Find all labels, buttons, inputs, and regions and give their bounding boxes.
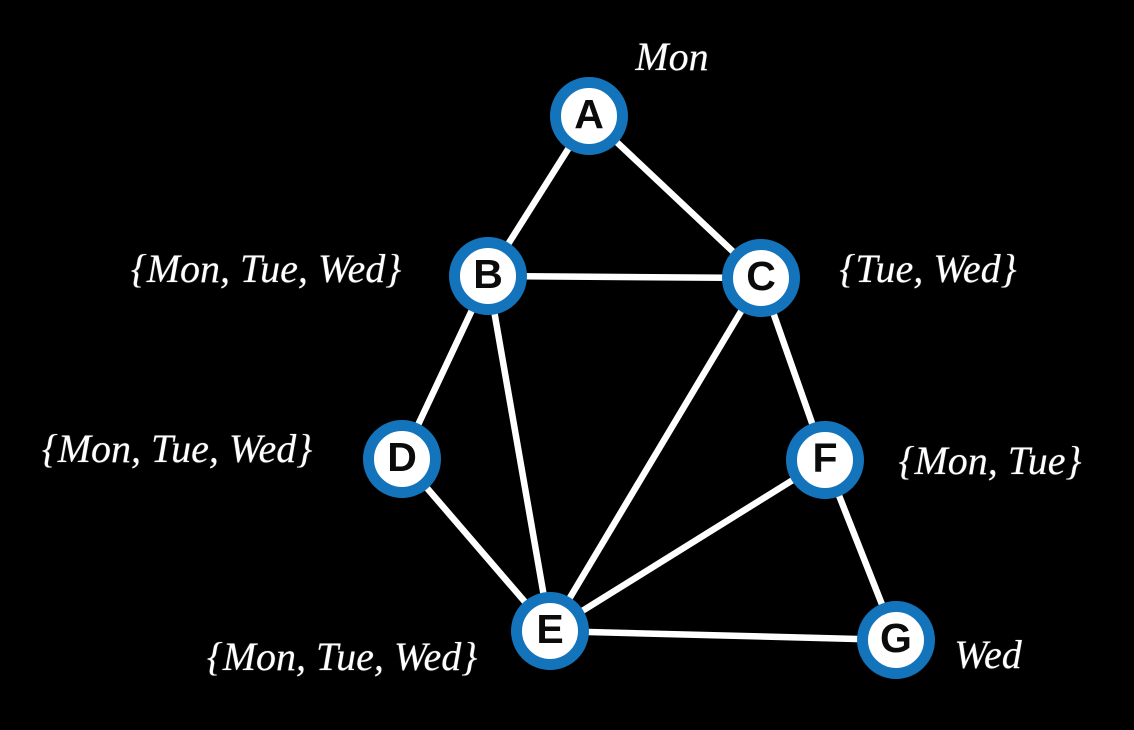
edge-E-G: [546, 627, 900, 644]
node-F: F: [786, 421, 864, 499]
domain-label-B: {Mon, Tue, Wed}: [130, 246, 402, 291]
node-letter-C: C: [746, 253, 776, 299]
node-letter-F: F: [812, 435, 838, 481]
node-C: C: [722, 239, 800, 317]
node-E: E: [511, 592, 589, 670]
edge-C-E: [546, 274, 765, 635]
node-letter-B: B: [473, 251, 503, 297]
node-letter-E: E: [536, 606, 564, 652]
domain-label-A: Mon: [635, 34, 709, 79]
domain-label-C: {Tue, Wed}: [839, 246, 1017, 291]
domain-label-E: {Mon, Tue, Wed}: [206, 634, 478, 679]
node-D: D: [363, 420, 441, 498]
domain-label-G: Wed: [954, 632, 1022, 677]
domain-label-D: {Mon, Tue, Wed}: [41, 426, 313, 471]
edge-B-C: [484, 272, 765, 282]
node-A: A: [550, 77, 628, 155]
node-letter-D: D: [387, 434, 417, 480]
node-G: G: [857, 601, 935, 679]
node-letter-A: A: [574, 91, 604, 137]
node-letter-G: G: [880, 615, 912, 661]
edge-E-F: [546, 456, 829, 635]
domain-label-F: {Mon, Tue}: [898, 438, 1082, 483]
node-B: B: [449, 237, 527, 315]
edge-B-E: [484, 272, 554, 635]
